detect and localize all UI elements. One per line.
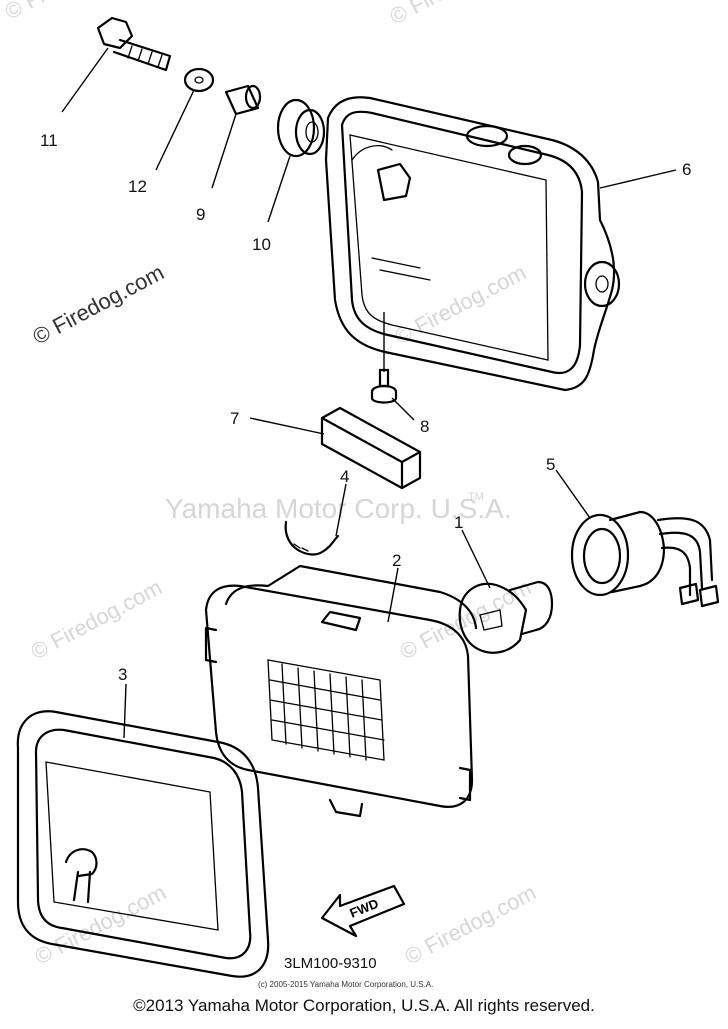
watermark-tm: TM: [468, 491, 484, 503]
leader-lines: [61, 47, 677, 739]
part-grommet: [276, 98, 326, 158]
fwd-label: FWD: [348, 896, 381, 921]
small-copyright: (c) 2005-2015 Yamaha Motor Corporation, …: [258, 980, 433, 989]
watermark-mid-right: © Firedog.com: [391, 259, 530, 349]
label-part-12: 12: [128, 177, 147, 196]
part-screw: [370, 368, 398, 404]
label-part-5: 5: [546, 455, 555, 474]
label-part-11: 11: [40, 131, 58, 150]
label-part-2: 2: [392, 551, 401, 570]
part-wire-clip: [284, 520, 340, 556]
watermark-layer: © Firedog.com © Firedog.com © Firedog.co…: [1, 0, 540, 969]
watermark-lower-left: © Firedog.com: [27, 574, 166, 664]
label-part-9: 9: [196, 205, 205, 224]
part-sealed-beam-lens: [204, 564, 478, 818]
leader-9: [211, 113, 237, 189]
fwd-arrow: FWD: [320, 884, 406, 938]
leader-12: [155, 89, 195, 171]
leader-5: [555, 469, 591, 519]
leader-11: [61, 47, 109, 113]
label-part-7: 7: [230, 409, 239, 428]
part-headlight-housing: [324, 96, 621, 392]
label-part-3: 3: [118, 665, 127, 684]
watermark-brand: Yamaha Motor Corp. U.S.A.: [165, 493, 512, 524]
label-part-8: 8: [420, 417, 429, 436]
leader-10: [267, 155, 291, 223]
leader-7: [249, 417, 325, 435]
label-part-6: 6: [682, 160, 691, 179]
part-bulb: [458, 580, 554, 654]
part-collar: [224, 84, 262, 116]
watermark-top-right: © Firedog.com: [386, 0, 525, 29]
label-part-4: 4: [340, 467, 349, 486]
leader-4: [335, 483, 347, 537]
part-washer: [183, 67, 215, 93]
part-block: [320, 406, 422, 490]
watermark-bottom-right: © Firedog.com: [401, 879, 540, 969]
part-bolt: [96, 16, 172, 72]
watermark-mid-left: © Firedog.com: [29, 259, 168, 349]
label-part-10: 10: [252, 235, 271, 254]
part-bulb-socket: [570, 510, 720, 608]
leader-1: [461, 529, 491, 589]
leader-2: [387, 567, 399, 623]
leader-3: [123, 683, 127, 739]
part-headlight-rim: [16, 710, 270, 978]
leader-8: [383, 312, 415, 421]
footer-copyright: ©2013 Yamaha Motor Corporation, U.S.A. A…: [133, 996, 595, 1015]
diagram-code: 3LM100-9310: [284, 955, 377, 972]
label-part-1: 1: [454, 513, 463, 532]
leader-6: [599, 169, 677, 189]
part-labels: 11 12 9 10 6 7 8 4 5 1 2 3: [40, 131, 691, 684]
